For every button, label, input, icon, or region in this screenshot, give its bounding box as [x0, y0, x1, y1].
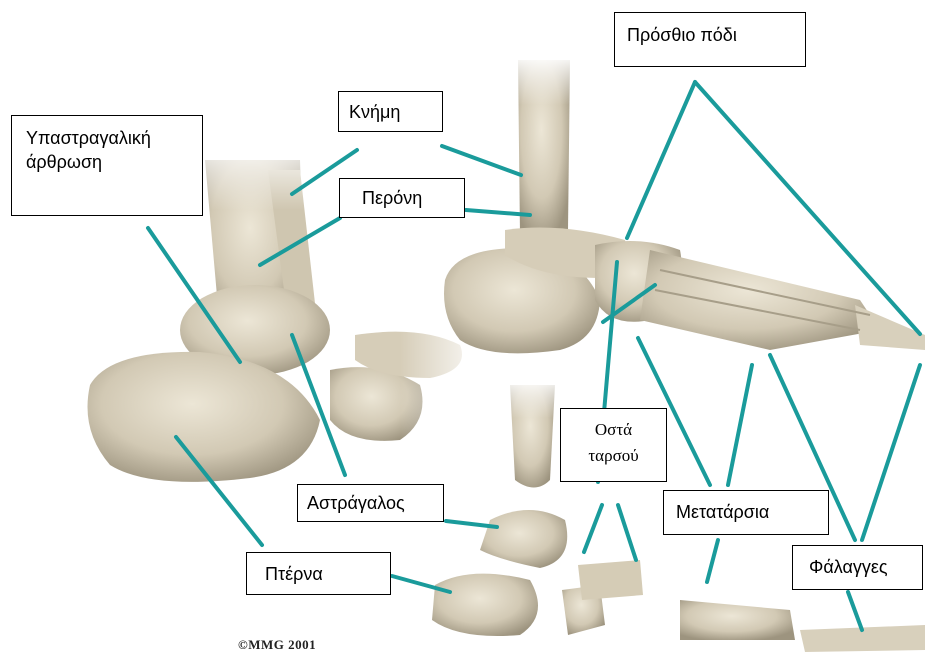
tarsal-fragments-cuneiforms [578, 560, 643, 600]
label-fibula-text: Περόνη [362, 188, 422, 208]
leader-metatarsals-c [707, 540, 718, 582]
leader-tibia-right [442, 146, 521, 175]
label-talus-text: Αστράγαλος [307, 493, 405, 513]
label-phalanges-text: Φάλαγγες [809, 557, 888, 577]
label-talus: Αστράγαλος [297, 484, 444, 522]
leader-phalanges-b [862, 365, 920, 540]
talus-fragment [480, 510, 567, 568]
leader-metatarsals-b [728, 365, 752, 485]
leader-tarsals-down-b [618, 505, 636, 560]
label-tarsals: Οστά ταρσού [560, 408, 667, 482]
label-subtalar-joint: Υπαστραγαλική άρθρωση [11, 115, 203, 216]
label-tarsals-line1: Οστά [565, 417, 662, 443]
metatarsal-fragments [680, 600, 795, 640]
calcaneus-fragment [432, 574, 538, 636]
calcaneus-bone-large [88, 352, 321, 482]
label-calcaneus-text: Πτέρνα [265, 564, 323, 584]
label-subtalar-line2: άρθρωση [26, 150, 188, 174]
label-metatarsals: Μετατάρσια [663, 490, 829, 535]
label-forefoot: Πρόσθιο πόδι [614, 12, 806, 67]
label-phalanges: Φάλαγγες [792, 545, 923, 590]
label-tarsals-line2: ταρσού [565, 443, 662, 469]
label-forefoot-text: Πρόσθιο πόδι [627, 25, 737, 45]
top-fade-overlay [190, 140, 330, 210]
label-fibula: Περόνη [339, 178, 465, 218]
metatarsals-side [640, 250, 880, 350]
copyright-text: ©MMG 2001 [238, 637, 316, 653]
leader-forefoot-a [627, 82, 695, 238]
tibia-top-fade [510, 55, 580, 105]
leader-tarsals-down-a [584, 505, 602, 552]
label-tibia: Κνήμη [338, 91, 443, 132]
label-tibia-text: Κνήμη [349, 102, 400, 122]
foot-side-view-illustration [444, 55, 925, 353]
label-calcaneus: Πτέρνα [246, 552, 391, 595]
leader-phalanges-c [848, 592, 862, 630]
label-subtalar-line1: Υπαστραγαλική [26, 126, 188, 150]
tibia-fragment-fade [505, 378, 565, 418]
label-metatarsals-text: Μετατάρσια [676, 502, 769, 522]
